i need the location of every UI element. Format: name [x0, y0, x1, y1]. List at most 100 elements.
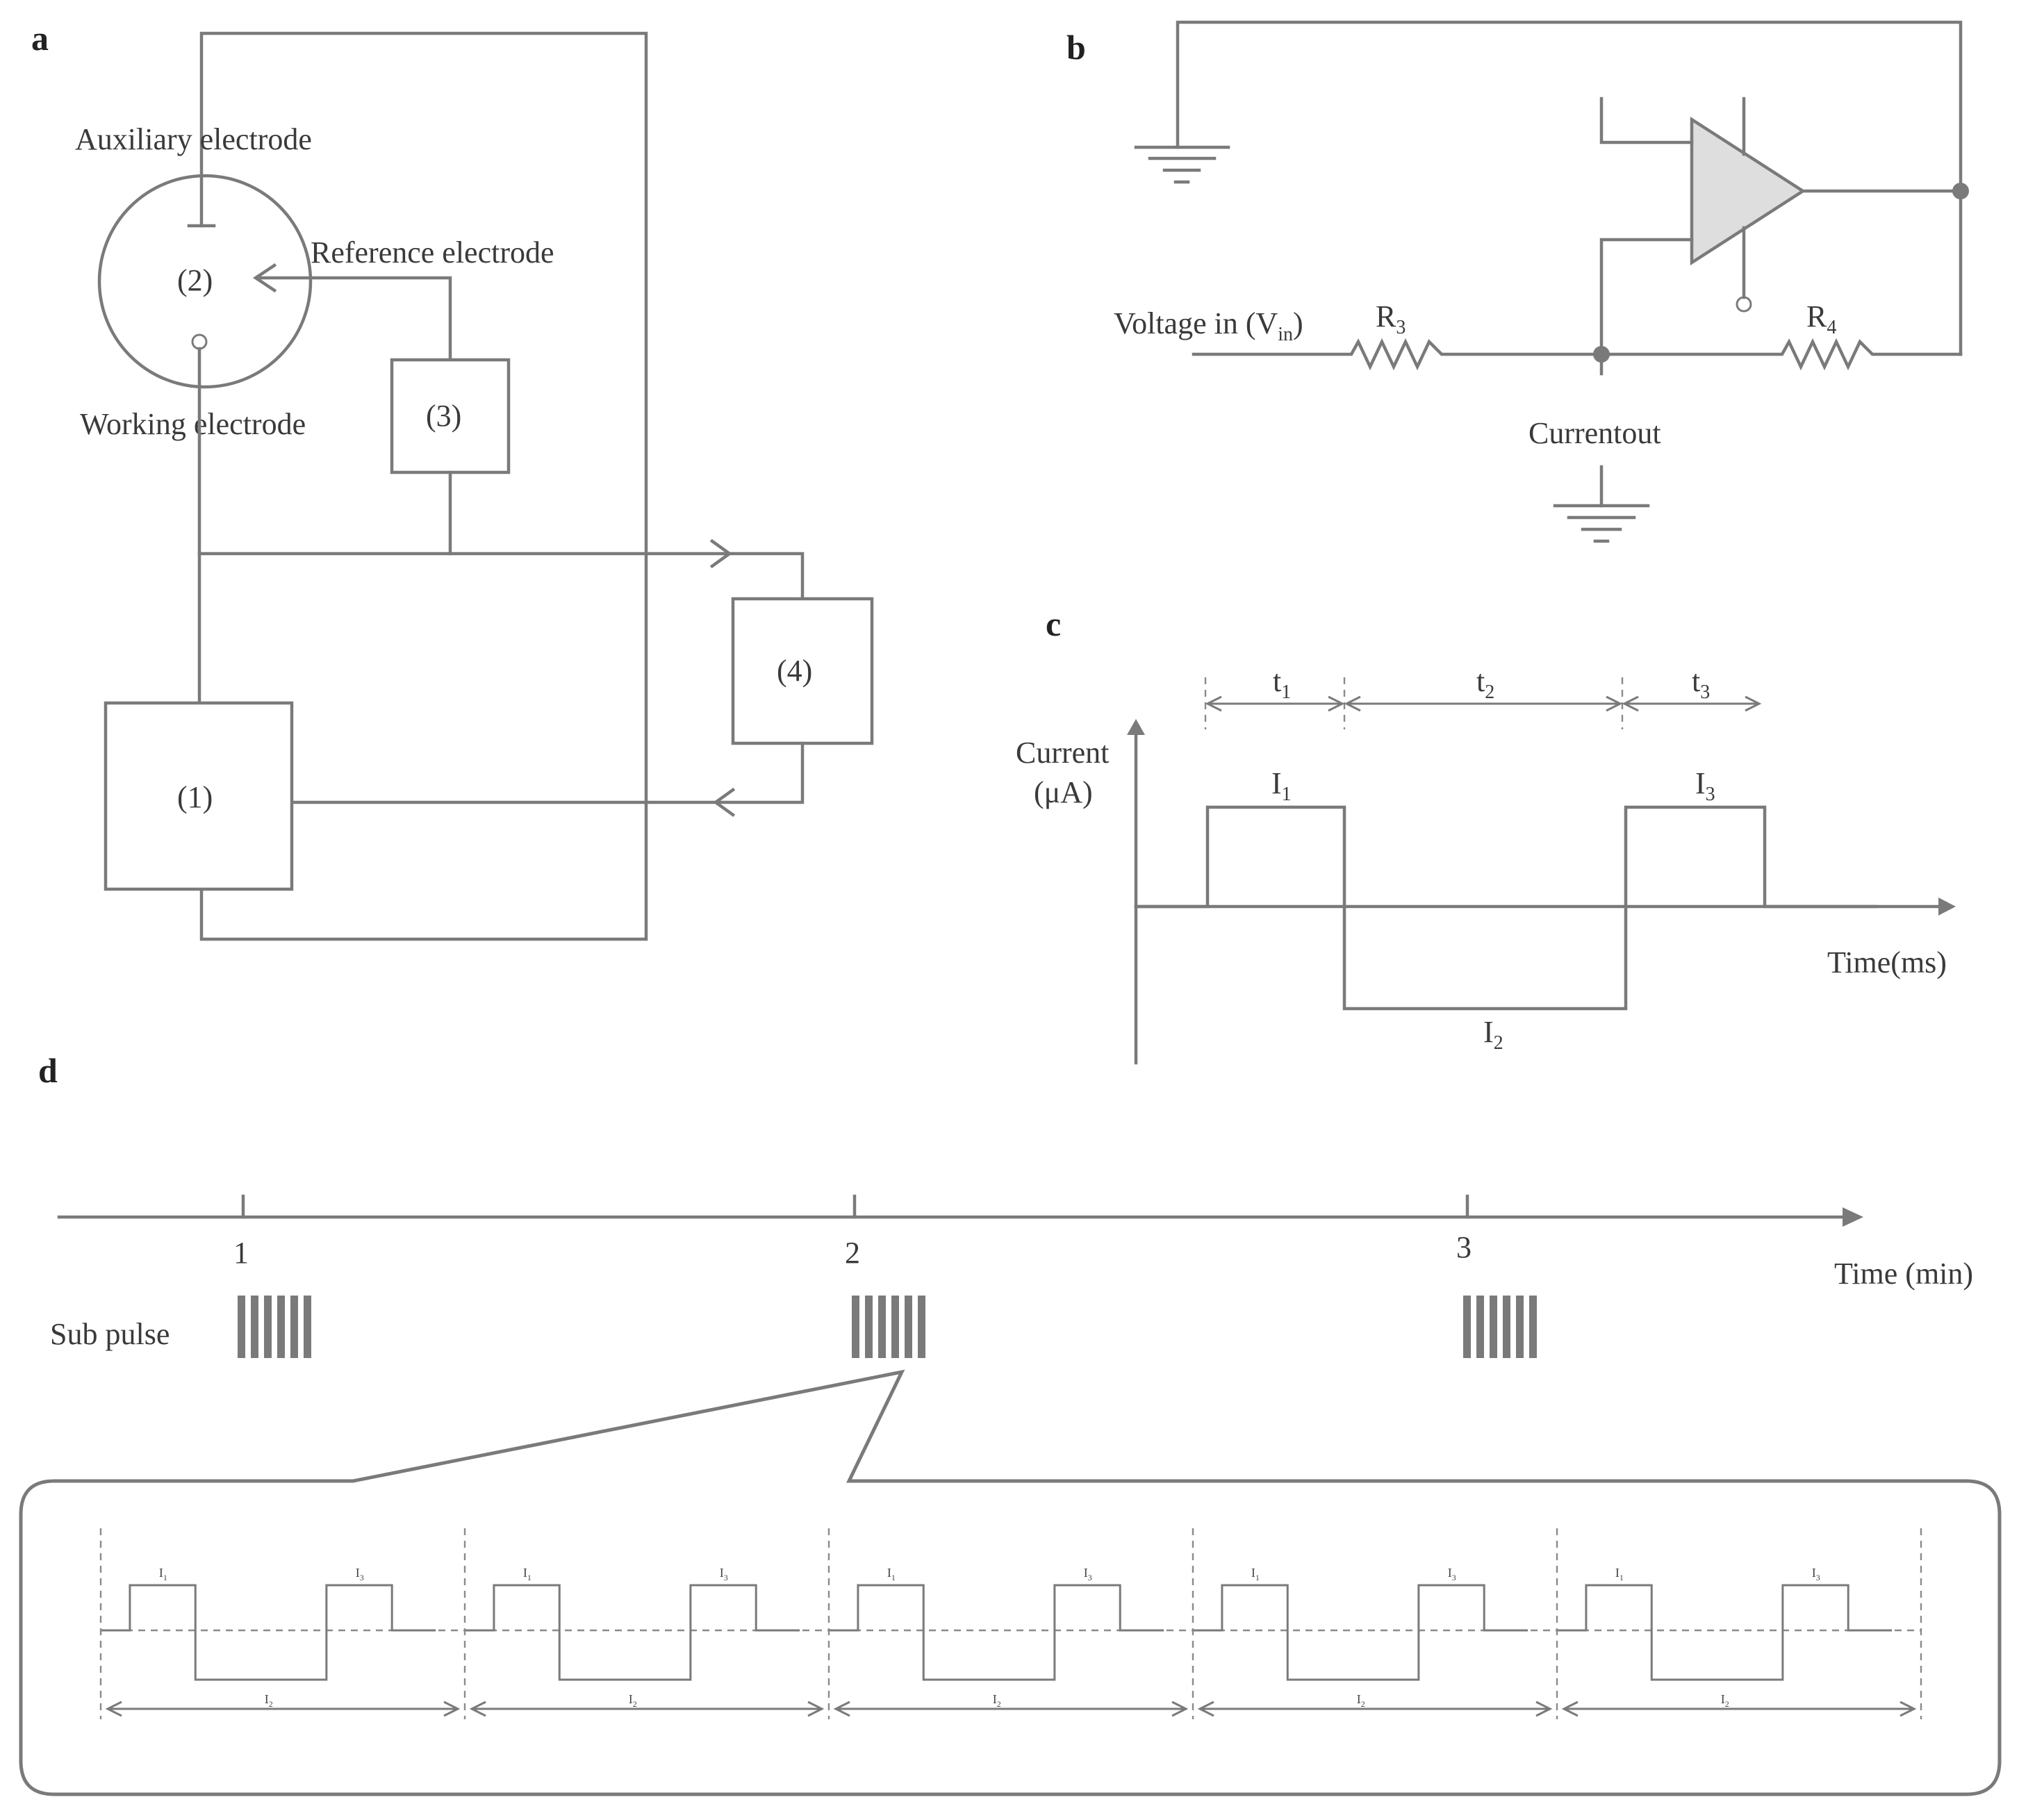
t2-arrow-left [1344, 695, 1361, 712]
detail-span-arrow-right [1171, 1701, 1189, 1717]
op-amp-input-minus [1599, 238, 1694, 356]
detail-i1-label: I1 [523, 1566, 531, 1582]
panel-d-label: d [38, 1051, 58, 1090]
time-axis-label: Time (min) [1834, 1257, 1973, 1291]
sub-pulse-groups [238, 1296, 1537, 1358]
sub-pulse-bar [1516, 1296, 1524, 1358]
detail-waveform [829, 1584, 1164, 1681]
sub-pulse-group-3 [1463, 1296, 1537, 1358]
detail-span-arrow-left [469, 1701, 486, 1717]
zoom-callout [19, 1369, 2002, 1796]
sub-pulse-bar [878, 1296, 886, 1358]
cell-label: (2) [177, 263, 213, 297]
x-axis-label: Time(ms) [1827, 945, 1947, 979]
ref-arrowhead [252, 263, 277, 293]
ground-symbol-bottom [1553, 504, 1650, 543]
sub-pulse-bar [238, 1296, 245, 1358]
sub-pulse-bar [852, 1296, 859, 1358]
detail-i3-label: I3 [1812, 1566, 1820, 1582]
sub-pulse-bar [865, 1296, 873, 1358]
y-axis-label-line2: (μA) [1034, 775, 1093, 809]
detail-waveform [101, 1584, 436, 1681]
sub-pulse-bar [1490, 1296, 1497, 1358]
sub-pulse-bar [251, 1296, 258, 1358]
t2-arrow-right [1606, 695, 1623, 712]
block-4-label: (4) [777, 654, 812, 688]
t3-arrow-right [1745, 695, 1762, 712]
panel-b: b Voltage in (Vin) R3 R4 Currentout [1066, 20, 1969, 543]
i3-label: I3 [1695, 766, 1715, 805]
detail-i3-label: I3 [356, 1566, 364, 1582]
supply-terminal [1736, 296, 1752, 313]
op-amp [1690, 116, 1806, 266]
block-1-label: (1) [177, 780, 213, 814]
aux-wire [199, 31, 648, 941]
voltage-in-label: Voltage in (Vin) [1114, 306, 1303, 345]
panel-b-label: b [1066, 28, 1086, 67]
sub-pulse-bar [1463, 1296, 1471, 1358]
sub-pulse-bar [264, 1296, 272, 1358]
tick-label-3: 3 [1456, 1230, 1472, 1264]
i2-label: I2 [1483, 1015, 1503, 1054]
detail-span-arrow-left [1561, 1701, 1579, 1717]
sub-pulse-bar [290, 1296, 298, 1358]
detail-i1-label: I1 [887, 1566, 896, 1582]
sub-pulse-bar [918, 1296, 925, 1358]
panel-a-label: a [31, 19, 49, 58]
resistor-r3 [1192, 338, 1604, 371]
detail-span-arrow-left [105, 1701, 122, 1717]
detail-span-arrow-right [443, 1701, 461, 1717]
sub-pulse-bar [304, 1296, 311, 1358]
aux-electrode-label: Auxiliary electrode [75, 122, 312, 156]
return-wire [290, 741, 805, 804]
bus-arrowhead [709, 538, 732, 569]
detail-span-arrow-right [1535, 1701, 1553, 1717]
t3-label: t3 [1692, 664, 1710, 703]
detail-span-arrow-right [807, 1701, 825, 1717]
top-wire [1176, 20, 1963, 356]
return-arrowhead [713, 787, 736, 818]
y-axis-label-line1: Current [1016, 736, 1109, 770]
sub-pulse-group-2 [852, 1296, 925, 1358]
detail-i2-label: I2 [1721, 1692, 1729, 1709]
biphasic-waveform [1134, 805, 1878, 1011]
i1-label: I1 [1271, 766, 1292, 805]
resistor-r4 [1599, 338, 1963, 371]
detail-i2-label: I2 [993, 1692, 1001, 1709]
ref-electrode-label: Reference electrode [311, 235, 554, 270]
sub-pulse-bar [905, 1296, 912, 1358]
detail-i3-label: I3 [1084, 1566, 1092, 1582]
r3-label: R3 [1376, 299, 1406, 338]
electrochemical-cell [97, 174, 313, 389]
t1-arrow-right [1328, 695, 1345, 712]
sub-pulse-bar [1529, 1296, 1537, 1358]
sub-pulse-bar [1476, 1296, 1484, 1358]
t2-label: t2 [1476, 664, 1494, 703]
time-axis-arrow [1843, 1207, 1863, 1227]
detail-span-arrow-left [1197, 1701, 1214, 1717]
detail-waveform [1557, 1584, 1893, 1681]
ref-wire [258, 276, 452, 362]
t1-arrow-left [1205, 695, 1222, 712]
detail-i3-label: I3 [720, 1566, 728, 1582]
sub-pulse-bar [1503, 1296, 1510, 1358]
detail-i3-label: I3 [1448, 1566, 1456, 1582]
sub-pulse-label: Sub pulse [50, 1317, 170, 1351]
output-node [1952, 183, 1969, 199]
sub-pulse-bar [277, 1296, 285, 1358]
tick-label-2: 2 [845, 1236, 860, 1270]
x-axis-arrow [1938, 897, 1956, 916]
working-electrode-label: Working electrode [80, 407, 306, 441]
detail-i2-label: I2 [1357, 1692, 1365, 1709]
detail-span-arrow-left [833, 1701, 850, 1717]
tick-label-1: 1 [233, 1236, 249, 1270]
detail-waveform [465, 1584, 800, 1681]
t3-arrow-left [1622, 695, 1639, 712]
detail-i2-label: I2 [629, 1692, 637, 1709]
